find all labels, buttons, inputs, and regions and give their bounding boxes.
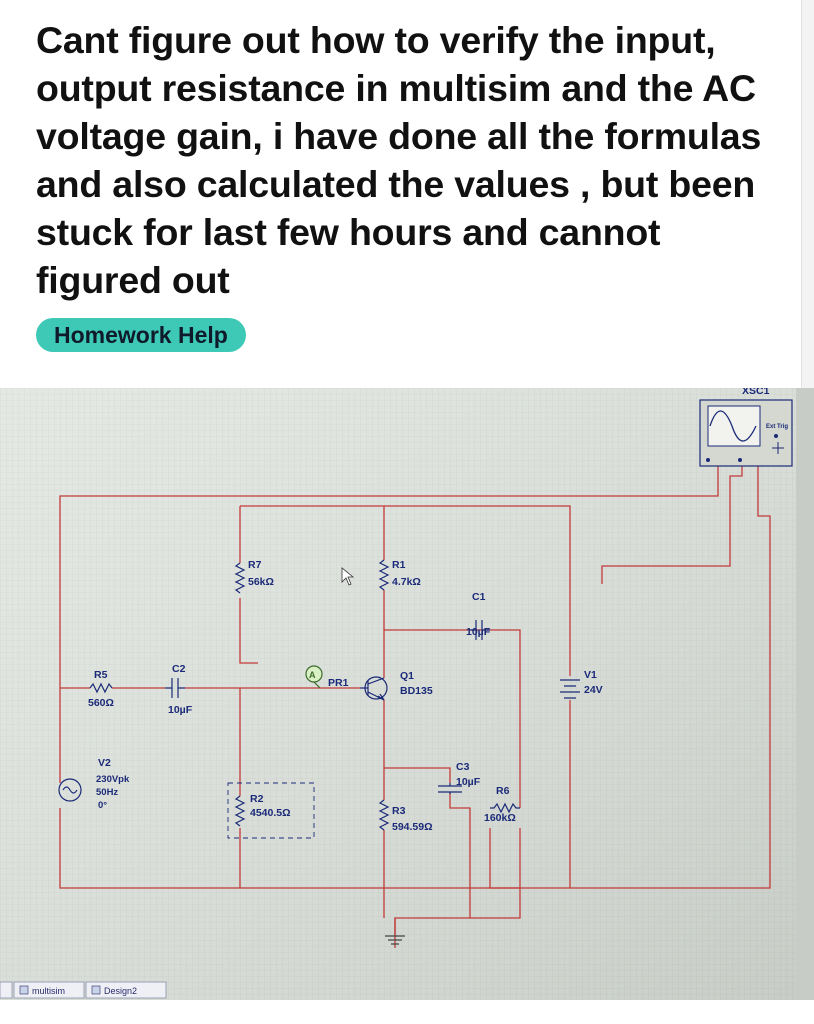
tab-design2[interactable]: Design2	[85, 981, 167, 999]
v2-phase: 0°	[98, 800, 107, 811]
v2-name: V2	[98, 757, 111, 769]
schematic-icon	[91, 985, 101, 995]
r2-name: R2	[250, 793, 264, 805]
c3-capacitor[interactable]	[438, 783, 462, 794]
tab-multisim[interactable]: multisim	[13, 981, 85, 999]
c2-value: 10µF	[168, 704, 193, 716]
probe-name: PR1	[328, 677, 349, 689]
c1-capacitor[interactable]	[470, 620, 490, 640]
r2-resistor[interactable]	[234, 795, 246, 827]
ext-trig-label: Ext Trig	[766, 424, 788, 430]
q1-value: BD135	[400, 685, 433, 697]
tab-design2-label: Design2	[104, 986, 137, 996]
r6-value: 160kΩ	[484, 812, 516, 824]
post-title: Cant figure out how to verify the input,…	[36, 19, 762, 301]
r1-name: R1	[392, 559, 406, 571]
r3-resistor[interactable]	[378, 799, 390, 831]
c3-value: 10µF	[456, 776, 481, 788]
r2-selection-box	[227, 782, 315, 839]
v1-name: V1	[584, 669, 597, 681]
mouse-cursor-icon	[341, 567, 355, 586]
v1-battery[interactable]	[560, 679, 580, 699]
ground-icon	[385, 935, 405, 945]
r3-value: 594.59Ω	[392, 821, 433, 833]
v2-frequency: 50Hz	[96, 787, 118, 798]
svg-text:A: A	[309, 670, 316, 680]
r7-value: 56kΩ	[248, 576, 274, 588]
xsc1-label: XSC1	[742, 388, 770, 397]
sine-wave-icon	[709, 410, 757, 442]
c1-value: 10µF	[466, 626, 491, 638]
r6-name: R6	[496, 785, 510, 797]
r3-name: R3	[392, 805, 406, 817]
c3-name: C3	[456, 761, 470, 773]
schematic-icon	[19, 985, 29, 995]
q1-name: Q1	[400, 670, 414, 682]
circuit-photo: A XSC1 Ext Trig R7 56kΩ R1 4.7kΩ C1 10µF…	[0, 388, 814, 1024]
r5-value: 560Ω	[88, 697, 114, 709]
oscilloscope-xsc1[interactable]	[699, 399, 793, 467]
monitor-edge	[796, 388, 814, 1024]
v2-amplitude: 230Vpk	[96, 774, 130, 785]
schematic-canvas: A XSC1 Ext Trig R7 56kΩ R1 4.7kΩ C1 10µF…	[0, 388, 814, 1024]
r1-resistor[interactable]	[378, 559, 390, 591]
r7-resistor[interactable]	[234, 562, 246, 594]
v2-source[interactable]	[58, 778, 82, 802]
r7-name: R7	[248, 559, 262, 571]
r2-value: 4540.5Ω	[250, 807, 291, 819]
v1-value: 24V	[584, 684, 603, 696]
scrollbar[interactable]	[801, 0, 814, 388]
tab-multisim-label: multisim	[32, 986, 65, 996]
probe-pr1[interactable]: A	[305, 665, 323, 689]
c2-capacitor[interactable]	[165, 678, 185, 698]
r6-resistor[interactable]	[490, 802, 520, 814]
c1-name: C1	[472, 591, 486, 603]
c2-name: C2	[172, 663, 186, 675]
homework-help-tag[interactable]: Homework Help	[36, 318, 246, 352]
r5-name: R5	[94, 669, 108, 681]
r5-resistor[interactable]	[89, 682, 113, 694]
r1-value: 4.7kΩ	[392, 576, 421, 588]
design-tabs: multisim Design2	[0, 981, 167, 999]
